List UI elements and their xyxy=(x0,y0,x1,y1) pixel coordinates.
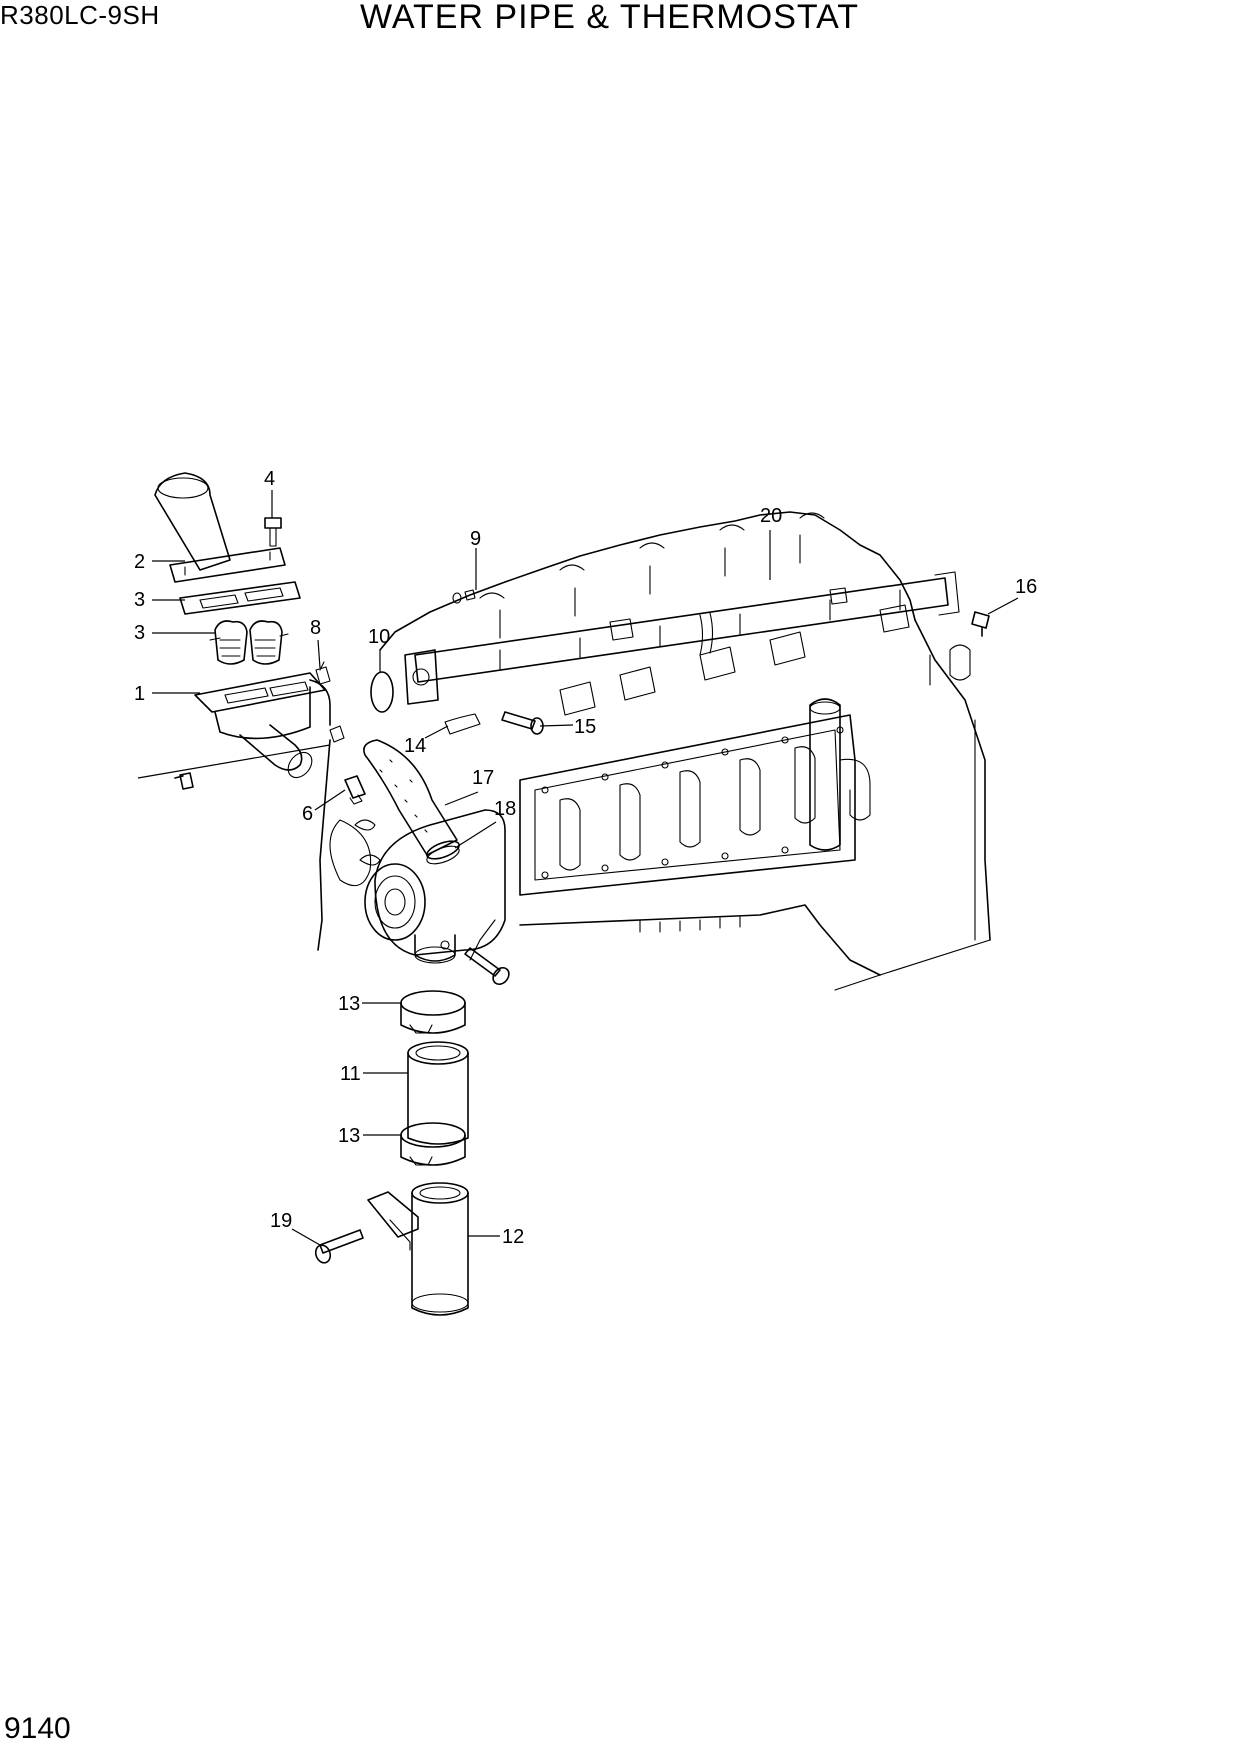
thermostats xyxy=(209,620,289,665)
callout-17: 17 xyxy=(472,767,494,789)
callout-10: 10 xyxy=(368,626,390,648)
callout-18: 18 xyxy=(494,798,516,820)
engine-block xyxy=(317,511,991,991)
o-ring-10 xyxy=(370,671,394,713)
water-pump xyxy=(364,809,506,964)
callout-20: 20 xyxy=(760,505,782,527)
bolt-15 xyxy=(501,711,544,735)
rubber-hose-11 xyxy=(407,1041,469,1145)
gasket xyxy=(179,581,301,615)
thermostat-housing-cover xyxy=(154,472,286,583)
washer-nut-9 xyxy=(452,589,476,604)
callout-3: 3 xyxy=(134,622,145,644)
page-number: 9140 xyxy=(4,1712,71,1745)
callout-15: 15 xyxy=(574,716,596,738)
water-pipe-assembly xyxy=(404,571,960,705)
callout-4: 3 xyxy=(134,589,145,611)
water-pipe-12 xyxy=(367,1182,469,1316)
rubber-hose-17 xyxy=(363,739,458,856)
leader-lines xyxy=(137,490,1019,1246)
callout-2: 2 xyxy=(134,551,145,573)
callout-1: 1 xyxy=(134,683,145,705)
gasket-14 xyxy=(444,713,481,735)
bolt-19 xyxy=(314,1229,364,1264)
stud-7 xyxy=(329,725,345,743)
callout-9: 9 xyxy=(470,528,481,550)
callout-13-upper: 13 xyxy=(338,993,360,1015)
callout-6: 6 xyxy=(302,803,313,825)
thermostat-housing xyxy=(194,672,331,779)
callout-8: 8 xyxy=(310,617,321,639)
callout-numbers: 4 2 3 3 8 1 6 10 9 14 15 17 18 20 16 13 … xyxy=(134,468,1037,1248)
model-code: R380LC-9SH xyxy=(0,0,160,30)
bolt-5 xyxy=(264,517,282,547)
callout-5: 4 xyxy=(264,468,275,490)
housing-bolt xyxy=(174,772,194,790)
temperature-sensor-6 xyxy=(344,775,366,805)
callout-14: 14 xyxy=(404,735,426,757)
callout-13-lower: 13 xyxy=(338,1125,360,1147)
bolt-16 xyxy=(971,611,990,637)
pump-bolt xyxy=(464,947,510,986)
callout-19: 19 xyxy=(270,1210,292,1232)
callout-11: 11 xyxy=(340,1063,361,1085)
callout-16: 16 xyxy=(1015,576,1037,598)
hose-clamp-upper xyxy=(400,990,466,1034)
callout-12: 12 xyxy=(502,1226,524,1248)
page-title: WATER PIPE & THERMOSTAT xyxy=(360,0,860,36)
o-ring-18 xyxy=(426,840,460,865)
stud-8 xyxy=(315,661,331,685)
